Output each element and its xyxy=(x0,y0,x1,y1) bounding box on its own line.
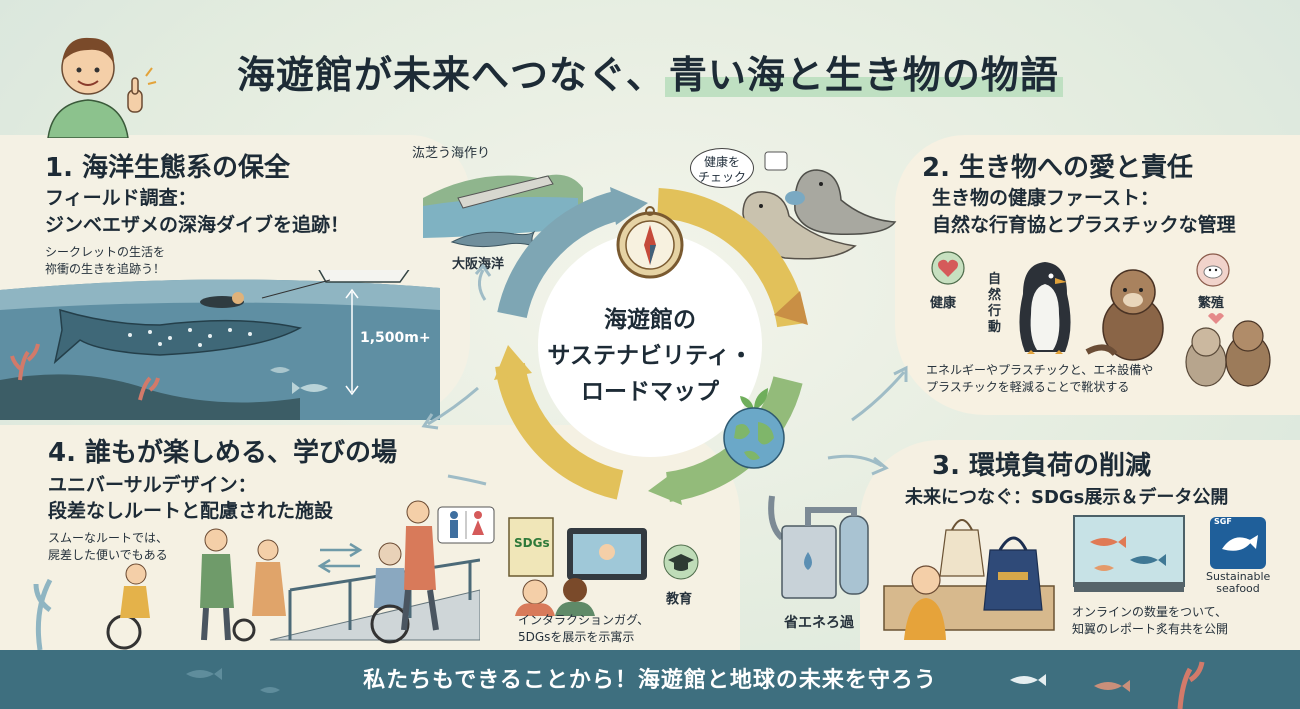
section2-sub2: 自然な行育協とプラスチックな管理 xyxy=(932,214,1236,236)
penguin-icon xyxy=(1019,262,1071,354)
sustainable-seafood-logo xyxy=(1210,517,1266,569)
bubble-line2: チェック xyxy=(697,170,746,184)
section2-heading: 2. 生き物への愛と責任 xyxy=(922,153,1194,183)
coast-label: 汯芝う海作り xyxy=(412,146,491,161)
section2-note2: プラスチックを軽減ることで靴状する xyxy=(926,380,1130,394)
cycle-arc-top-right xyxy=(656,188,807,328)
center-line2: サステナビリティ・ xyxy=(547,343,753,369)
education-label: 教育 xyxy=(666,592,693,607)
section4-note2: 屍差した便いでもある xyxy=(48,548,168,562)
dolphin-icon xyxy=(450,230,536,248)
logo-line1: Sustainable xyxy=(1206,570,1271,583)
seals-illustration xyxy=(742,151,897,260)
section2-note1: エネルギーやプラスチックと、エネ設備や xyxy=(926,363,1154,377)
section2-sub1: 生き物の健康ファースト： xyxy=(932,187,1160,209)
section1-sub1: フィールド調査： xyxy=(45,187,197,209)
section4-interactive2: 5DGsを展示を示寓示 xyxy=(518,630,635,644)
section1-heading: 1. 海洋生態系の保全 xyxy=(45,153,291,183)
filtration-label: 省エネろ過 xyxy=(784,615,854,631)
health-check-bubble: 健康を チェック xyxy=(690,148,754,188)
shop-display-illustration xyxy=(883,519,1055,640)
section3-note1: オンラインの数量をついて、 xyxy=(1072,605,1228,619)
diver-icon xyxy=(200,292,244,308)
dolphin-label: 大阪海洋 xyxy=(452,257,505,272)
whale-shark-icon xyxy=(53,308,303,365)
health-label: 健康 xyxy=(930,296,957,311)
section4-sub1: ユニバーサルデザイン： xyxy=(48,474,257,496)
section3-sub1: 未来につなぐ：SDGs展示＆データ公開 xyxy=(905,487,1229,508)
accessible-facility-illustration xyxy=(33,500,480,650)
boat-icon xyxy=(261,270,410,299)
graduation-cap-icon xyxy=(663,544,699,580)
section4-sub2: 段差なしルートと配慮された施設 xyxy=(48,500,334,522)
section1-sub2: ジンベエザメの深海ダイブを追跡！ xyxy=(45,214,350,236)
title-highlight: 青い海と生き物の物語 xyxy=(664,53,1063,97)
coast-illustration xyxy=(423,174,583,238)
center-title: 海遊館の サステナビリティ・ ロードマップ xyxy=(525,302,775,410)
footer-banner xyxy=(0,650,1300,709)
cycle-arc-bottom-left xyxy=(495,362,624,500)
cycle-arc-top-left xyxy=(497,190,624,319)
section4-interactive1: インタラクションガグ、 xyxy=(518,613,650,627)
sea-otter-icon xyxy=(1085,269,1164,361)
section3-heading: 3. 環境負荷の削減 xyxy=(932,451,1152,481)
logo-line2: seafood xyxy=(1216,582,1260,595)
logo-badge: SGF xyxy=(1214,517,1232,526)
bubble-line1: 健康を xyxy=(703,155,740,169)
page-title: 海遊館が未来へつなぐ、青い海と生き物の物語 xyxy=(0,44,1300,99)
footer-decoration xyxy=(186,661,1205,709)
depth-label: 1,500m+ xyxy=(360,330,431,346)
fish-tank-icon xyxy=(1073,515,1185,592)
center-line1: 海遊館の xyxy=(604,307,696,333)
title-main: 海遊館が未来へつなぐ、 xyxy=(237,53,665,97)
breeding-label: 繁殖 xyxy=(1198,296,1225,311)
otter-pups-icon xyxy=(1185,313,1271,387)
section1-note1: シークレットの生活を xyxy=(45,245,166,259)
section1-note2: 祢衝の生きを追跡う！ xyxy=(45,262,166,276)
behavior-label: 自然行動 xyxy=(988,272,1002,335)
section3-note2: 知翼のレポート炙有共を公開 xyxy=(1072,622,1229,636)
restroom-icon xyxy=(437,506,495,544)
sdgs-poster-label: SDGs xyxy=(514,536,550,550)
center-line3: ロードマップ xyxy=(581,379,719,405)
filtration-machine-icon xyxy=(768,495,869,599)
deep-sea-illustration xyxy=(0,270,440,420)
sustainable-seafood-text: Sustainable seafood xyxy=(1206,571,1270,595)
seal-pup-icon xyxy=(1196,253,1230,287)
section4-heading: 4. 誰もが楽しめる、学びの場 xyxy=(48,438,398,468)
footer-text: 私たちもできることから！海遊館と地球の未来を守ろう xyxy=(363,668,937,693)
sdgs-exhibit-illustration xyxy=(508,517,647,616)
compass-icon xyxy=(616,206,684,279)
heart-icon xyxy=(931,251,965,285)
section4-note1: スムーなルートでは、 xyxy=(48,531,169,545)
boy-thumbs-up-illustration xyxy=(47,37,157,138)
earth-sprout-icon xyxy=(723,388,785,469)
